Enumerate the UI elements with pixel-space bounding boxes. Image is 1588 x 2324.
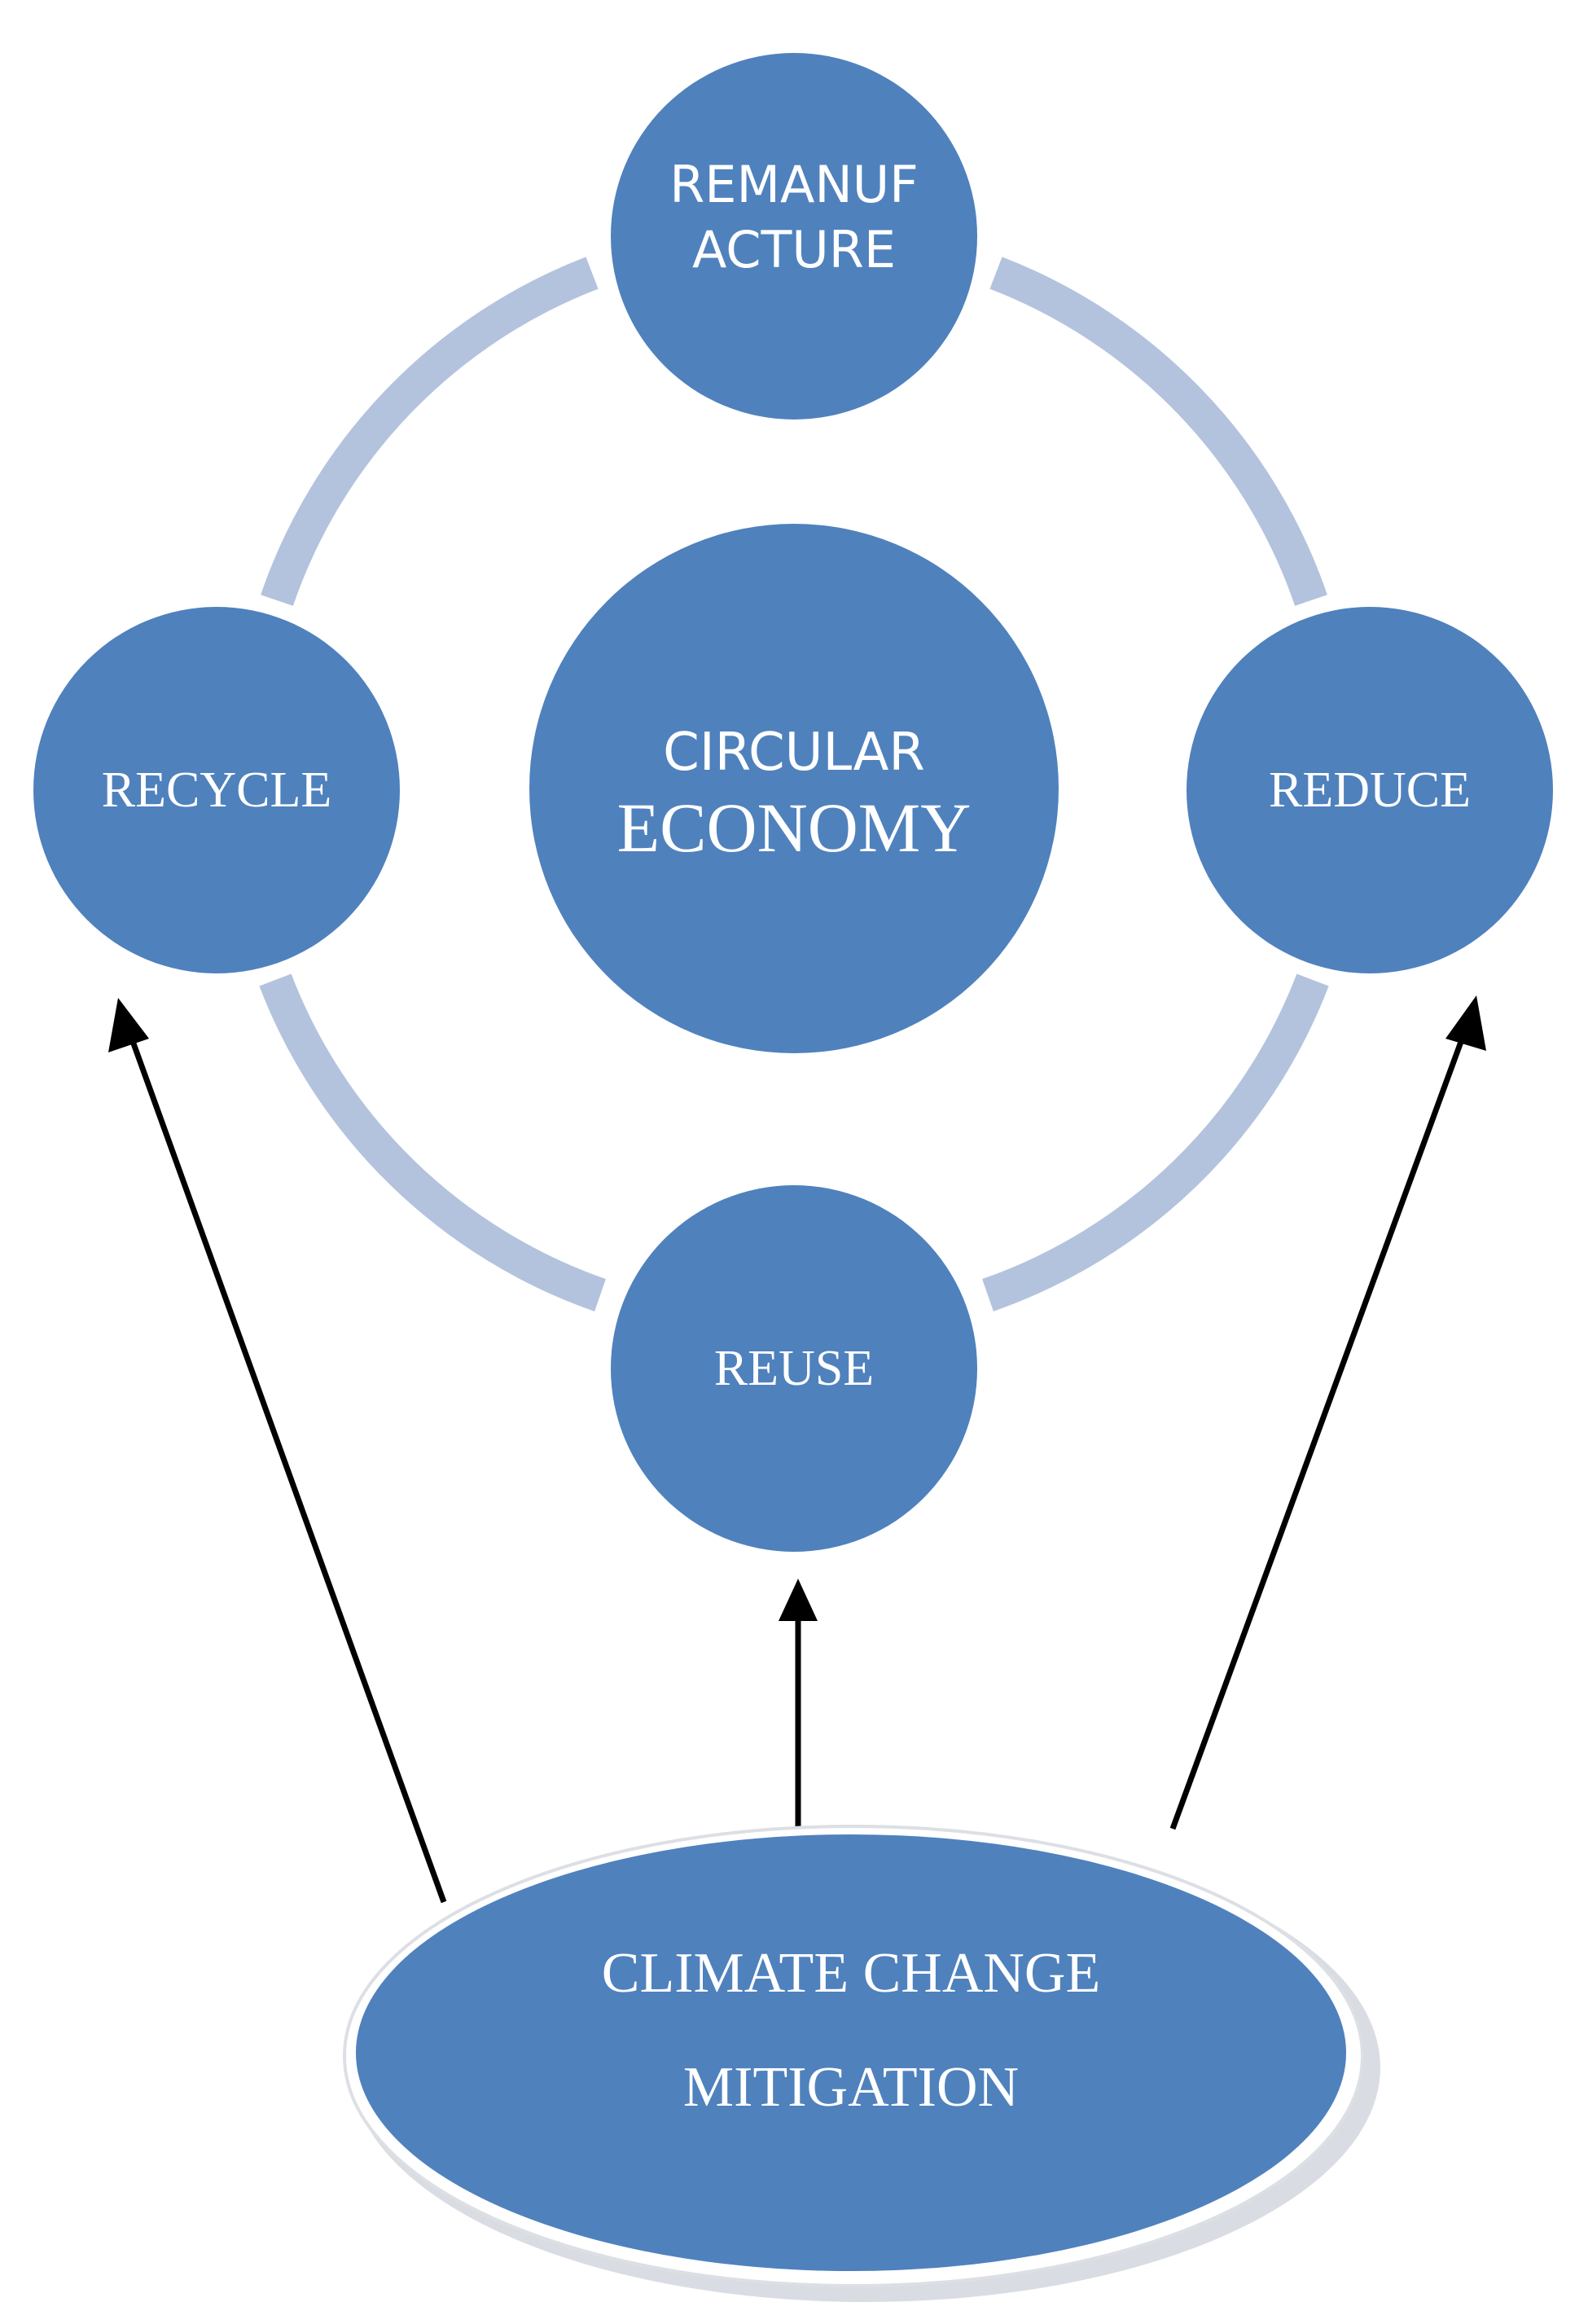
driver-label-line2: MITIGATION <box>683 2056 1019 2119</box>
left-node-circle <box>33 607 400 973</box>
center-node-circle <box>529 524 1059 1053</box>
center-node-label-line2: ECONOMY <box>617 789 972 867</box>
left-node-label: RECYCLE <box>102 762 331 818</box>
top-node: REMANUF ACTURE <box>599 41 989 432</box>
center-node: CIRCULAR ECONOMY <box>529 524 1059 1053</box>
top-node-label-line1: REMANUF <box>669 155 919 214</box>
left-node: RECYCLE <box>21 595 412 986</box>
ring-segment-top-right <box>989 257 1327 606</box>
driver-label-line1: CLIMATE CHANGE <box>602 1942 1100 2005</box>
arrow-to-recycle <box>127 1033 447 1904</box>
top-node-circle <box>611 53 977 420</box>
ring-segment-right-bottom <box>982 973 1329 1311</box>
top-node-label-line2: ACTURE <box>692 220 896 279</box>
center-node-label-line1: CIRCULAR <box>663 723 925 783</box>
ring <box>259 257 1329 1311</box>
right-node-label: REDUCE <box>1269 762 1471 818</box>
arrow-to-reduce-head <box>1445 995 1486 1051</box>
right-node: REDUCE <box>1174 595 1565 986</box>
bottom-node: REUSE <box>599 1173 989 1564</box>
bottom-node-label: REUSE <box>714 1341 874 1396</box>
arrow-to-reduce <box>1169 1031 1467 1830</box>
ring-segment-left-top <box>261 257 599 606</box>
right-node-circle <box>1187 607 1553 973</box>
arrow-to-reuse-head <box>779 1579 818 1621</box>
driver-ellipse-fill <box>356 1834 1346 2271</box>
arrow-to-recycle-head <box>108 998 149 1052</box>
ring-segment-bottom-left <box>259 973 606 1311</box>
arrows <box>108 995 1486 1904</box>
bottom-node-circle <box>611 1185 977 1552</box>
driver-ellipse: CLIMATE CHANGE MITIGATION <box>343 1825 1380 2302</box>
